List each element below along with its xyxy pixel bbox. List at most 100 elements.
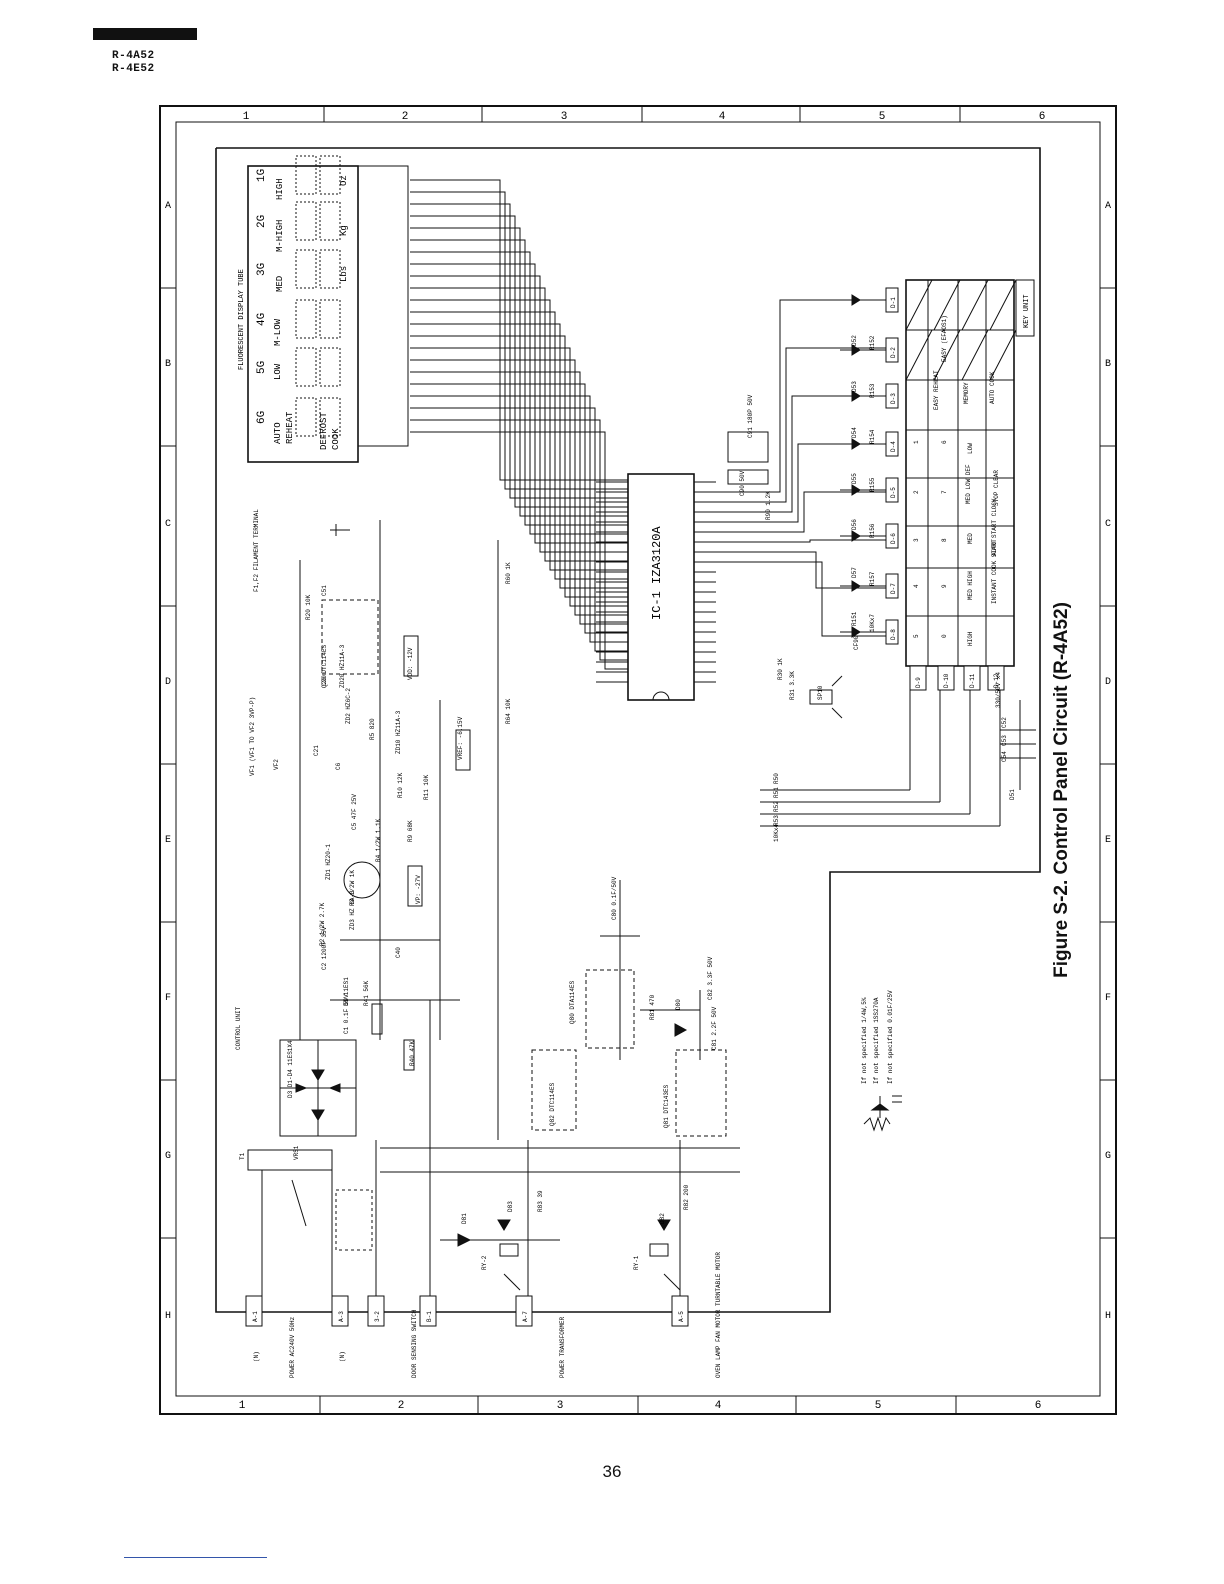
- component-label: C53: [1001, 735, 1008, 746]
- component-label: C40: [395, 947, 402, 958]
- component-label: VF1 (VF1 TO VF2 3VP-P): [249, 697, 256, 776]
- connector-label: D-2: [890, 347, 897, 358]
- segment-label: MED: [275, 276, 285, 292]
- component-label: D81: [461, 1213, 468, 1224]
- bus-line: [410, 371, 628, 625]
- component-label: Q82 DTC114ES: [549, 1082, 556, 1126]
- component-label: R155: [869, 477, 876, 492]
- bus-line: [410, 275, 628, 553]
- digit-cell: [295, 347, 317, 387]
- key-label: MED: [967, 533, 974, 544]
- component-label: D83: [507, 1201, 514, 1212]
- column-label-top: 6: [1039, 111, 1046, 123]
- component-label: D53: [851, 381, 858, 392]
- digit-cell: [319, 347, 341, 387]
- key-label: 7: [941, 490, 948, 494]
- bus-line: [410, 299, 628, 571]
- component-label: R152: [869, 335, 876, 350]
- row-label-right: C: [1105, 519, 1111, 530]
- component-label: VF2: [273, 759, 280, 770]
- component-label: R157: [869, 571, 876, 586]
- component-label: R41 56K: [363, 980, 370, 1006]
- component-label: R31 3.3K: [789, 671, 796, 700]
- component-label: R156: [869, 523, 876, 538]
- terminal-box: [245, 1295, 263, 1327]
- key-blank: [961, 279, 989, 331]
- connector-label: D-5: [890, 487, 897, 498]
- key-label: AUTO COOK: [989, 371, 996, 404]
- component-label: R90 1.2K: [765, 491, 772, 520]
- column-label-bottom: 4: [715, 1400, 722, 1412]
- component-label: D3 D1-D4 11ES1X4: [287, 1040, 294, 1098]
- digit-cell: [319, 201, 341, 241]
- bus-line: [694, 491, 886, 533]
- row-label-right: F: [1105, 993, 1111, 1004]
- component-label: D51: [1009, 789, 1016, 800]
- connector-box: [937, 665, 955, 691]
- grid-label: 4G: [256, 313, 268, 326]
- driver-area: [380, 540, 740, 1310]
- diode-symbol: [851, 484, 861, 496]
- component-label: R20 10K: [305, 594, 312, 620]
- key-label: HIGH: [967, 631, 974, 646]
- grid-label: 1G: [256, 169, 268, 182]
- bus-line: [410, 431, 628, 670]
- component-label: RY-2: [481, 1255, 488, 1270]
- component-label: R10 12K: [397, 772, 404, 798]
- component-label: R60 1K: [505, 562, 512, 584]
- connector-label: D-12: [993, 673, 1000, 688]
- component-label: R50: [773, 773, 780, 784]
- diode-symbol: [851, 344, 861, 356]
- component-label: R52: [773, 801, 780, 812]
- connector-box: [909, 665, 927, 691]
- component-label: R53: [773, 815, 780, 826]
- column-label-top: 4: [719, 111, 726, 123]
- component-label: ZD10 HZ11A-3: [395, 710, 402, 754]
- component-label: R4 1/2W 1.1K: [375, 818, 382, 862]
- component-label: C80 0.1F/50V: [611, 876, 618, 920]
- component-label: D80: [675, 999, 682, 1010]
- digit-cell: [319, 397, 341, 437]
- bus-line: [410, 311, 628, 580]
- component-label: SP10: [817, 685, 824, 700]
- diode-symbol: [851, 438, 861, 450]
- bus-line: [694, 551, 886, 589]
- diode-symbol: [851, 580, 861, 592]
- circuit-boundary: [215, 147, 1041, 1313]
- connector-label: D-1: [890, 297, 897, 308]
- note-line: If not specified 1SS270A: [873, 997, 880, 1084]
- power-supply: [279, 520, 471, 1137]
- ic-label: IC-1 IZA3120A: [650, 526, 664, 620]
- row-label-right: D: [1105, 677, 1111, 688]
- digit-cell: [295, 155, 317, 195]
- key-label: INSTANT COOK START: [991, 539, 998, 604]
- segment-label: M-LOW: [273, 318, 283, 346]
- grid-label: 3G: [256, 263, 268, 276]
- component-label: C51: [321, 585, 328, 596]
- note-line: If not specified 0.01F/25V: [887, 990, 894, 1084]
- diode-symbol: [851, 530, 861, 542]
- bus-line: [410, 251, 628, 535]
- terminal-id: 3-2: [374, 1311, 381, 1322]
- key-label: 2: [913, 490, 920, 494]
- component-label: VP: -27V: [415, 875, 422, 904]
- connector-box: [987, 665, 1005, 691]
- transformer-area: [247, 1000, 431, 1310]
- bus-line: [410, 203, 628, 499]
- key-blank: [989, 279, 1017, 331]
- note-line: If not specified 1/4W,5%: [861, 997, 868, 1084]
- legend-symbols: [863, 1095, 902, 1132]
- component-label: R81 470: [649, 994, 656, 1020]
- component-label: C5 47F 25V: [351, 794, 358, 830]
- component-label: Q81 DTC143ES: [663, 1084, 670, 1128]
- row-label-right: E: [1105, 835, 1111, 846]
- terminal-id: B-1: [426, 1311, 433, 1322]
- component-label: R82 200: [683, 1184, 690, 1210]
- component-label: C82 3.3F 50V: [707, 956, 714, 1000]
- column-label-bottom: 1: [239, 1400, 246, 1412]
- key-label: 8: [941, 538, 948, 542]
- row-label-left: E: [165, 835, 171, 846]
- grid-label: 5G: [256, 361, 268, 374]
